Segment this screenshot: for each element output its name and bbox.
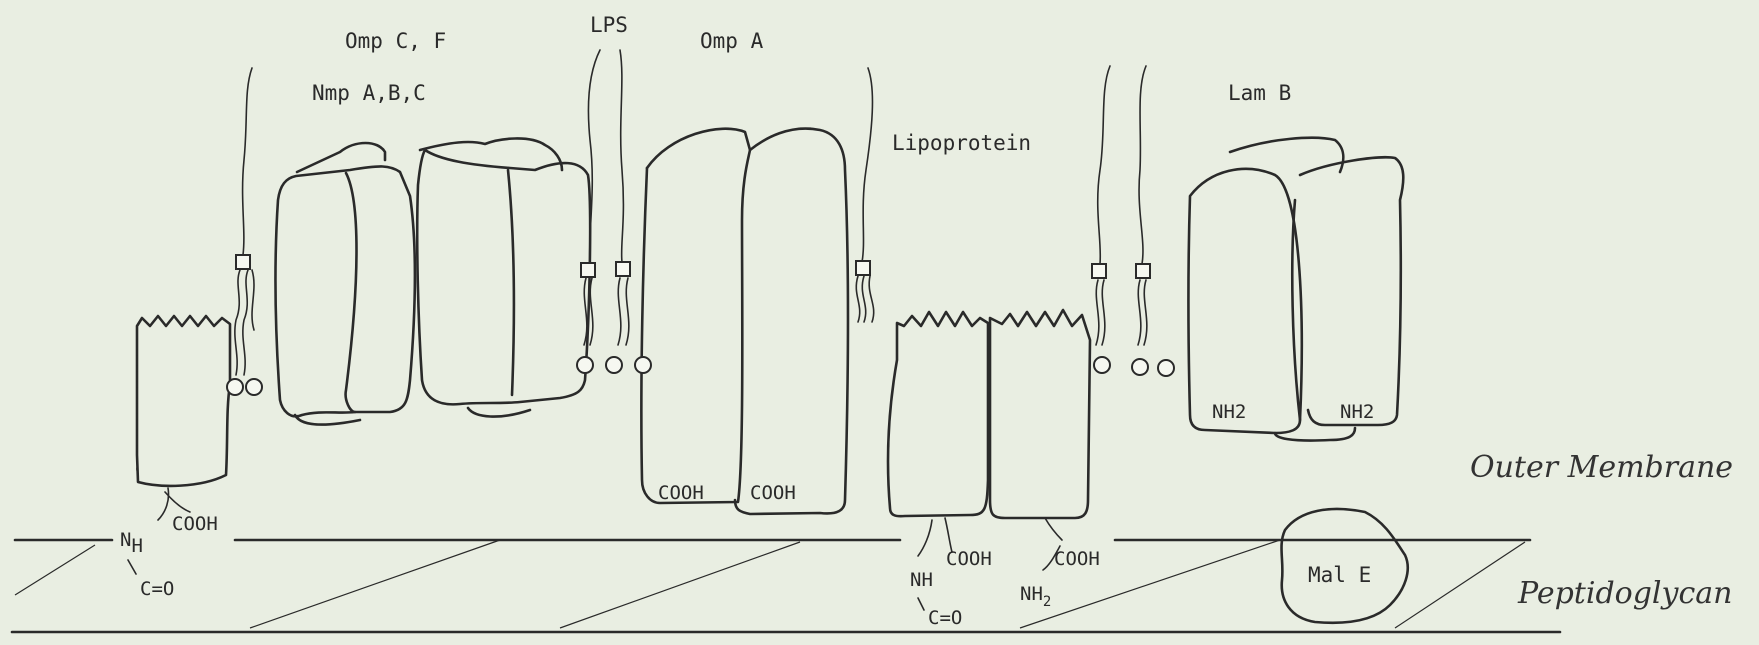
omp-cf-complex: [276, 138, 591, 424]
lamb-nh2-right: NH2: [1340, 401, 1374, 423]
lipo-cooh-right: COOH: [1054, 548, 1100, 570]
lam-b-complex: [1189, 138, 1404, 441]
omp-a-cooh-right: COOH: [750, 482, 796, 504]
lps-label: LPS: [590, 13, 628, 37]
omp-a-cooh-left: COOH: [658, 482, 704, 504]
lipo-nh-label: NH: [910, 569, 933, 591]
peptidoglycan-label: Peptidoglycan: [1517, 576, 1732, 611]
lipoprotein-complex: [888, 310, 1090, 570]
lipoprotein-label: Lipoprotein: [892, 131, 1031, 155]
left-co-label: C=O: [140, 578, 174, 600]
nmp-abc-label: Nmp A,B,C: [312, 81, 426, 105]
lipo-co-label: C=O: [928, 607, 962, 629]
lps-head-1: [236, 255, 250, 269]
omp-cf-label: Omp C, F: [345, 29, 446, 53]
mal-e-label: Mal E: [1308, 563, 1371, 587]
lipo-bond: [918, 598, 924, 610]
left-protein: [137, 316, 230, 520]
omp-a-label: Omp A: [700, 29, 764, 53]
lamb-nh2-left: NH2: [1212, 401, 1246, 423]
lipo-nh2-label: NH2: [1020, 583, 1051, 610]
omp-a-complex: [641, 129, 848, 514]
lam-b-label: Lam B: [1228, 81, 1291, 105]
left-cooh-label: COOH: [172, 513, 218, 535]
left-nh-label: NH: [120, 529, 143, 557]
outer-membrane-label: Outer Membrane: [1470, 450, 1733, 485]
lipo-cooh-left: COOH: [946, 548, 992, 570]
left-bond: [128, 560, 136, 574]
